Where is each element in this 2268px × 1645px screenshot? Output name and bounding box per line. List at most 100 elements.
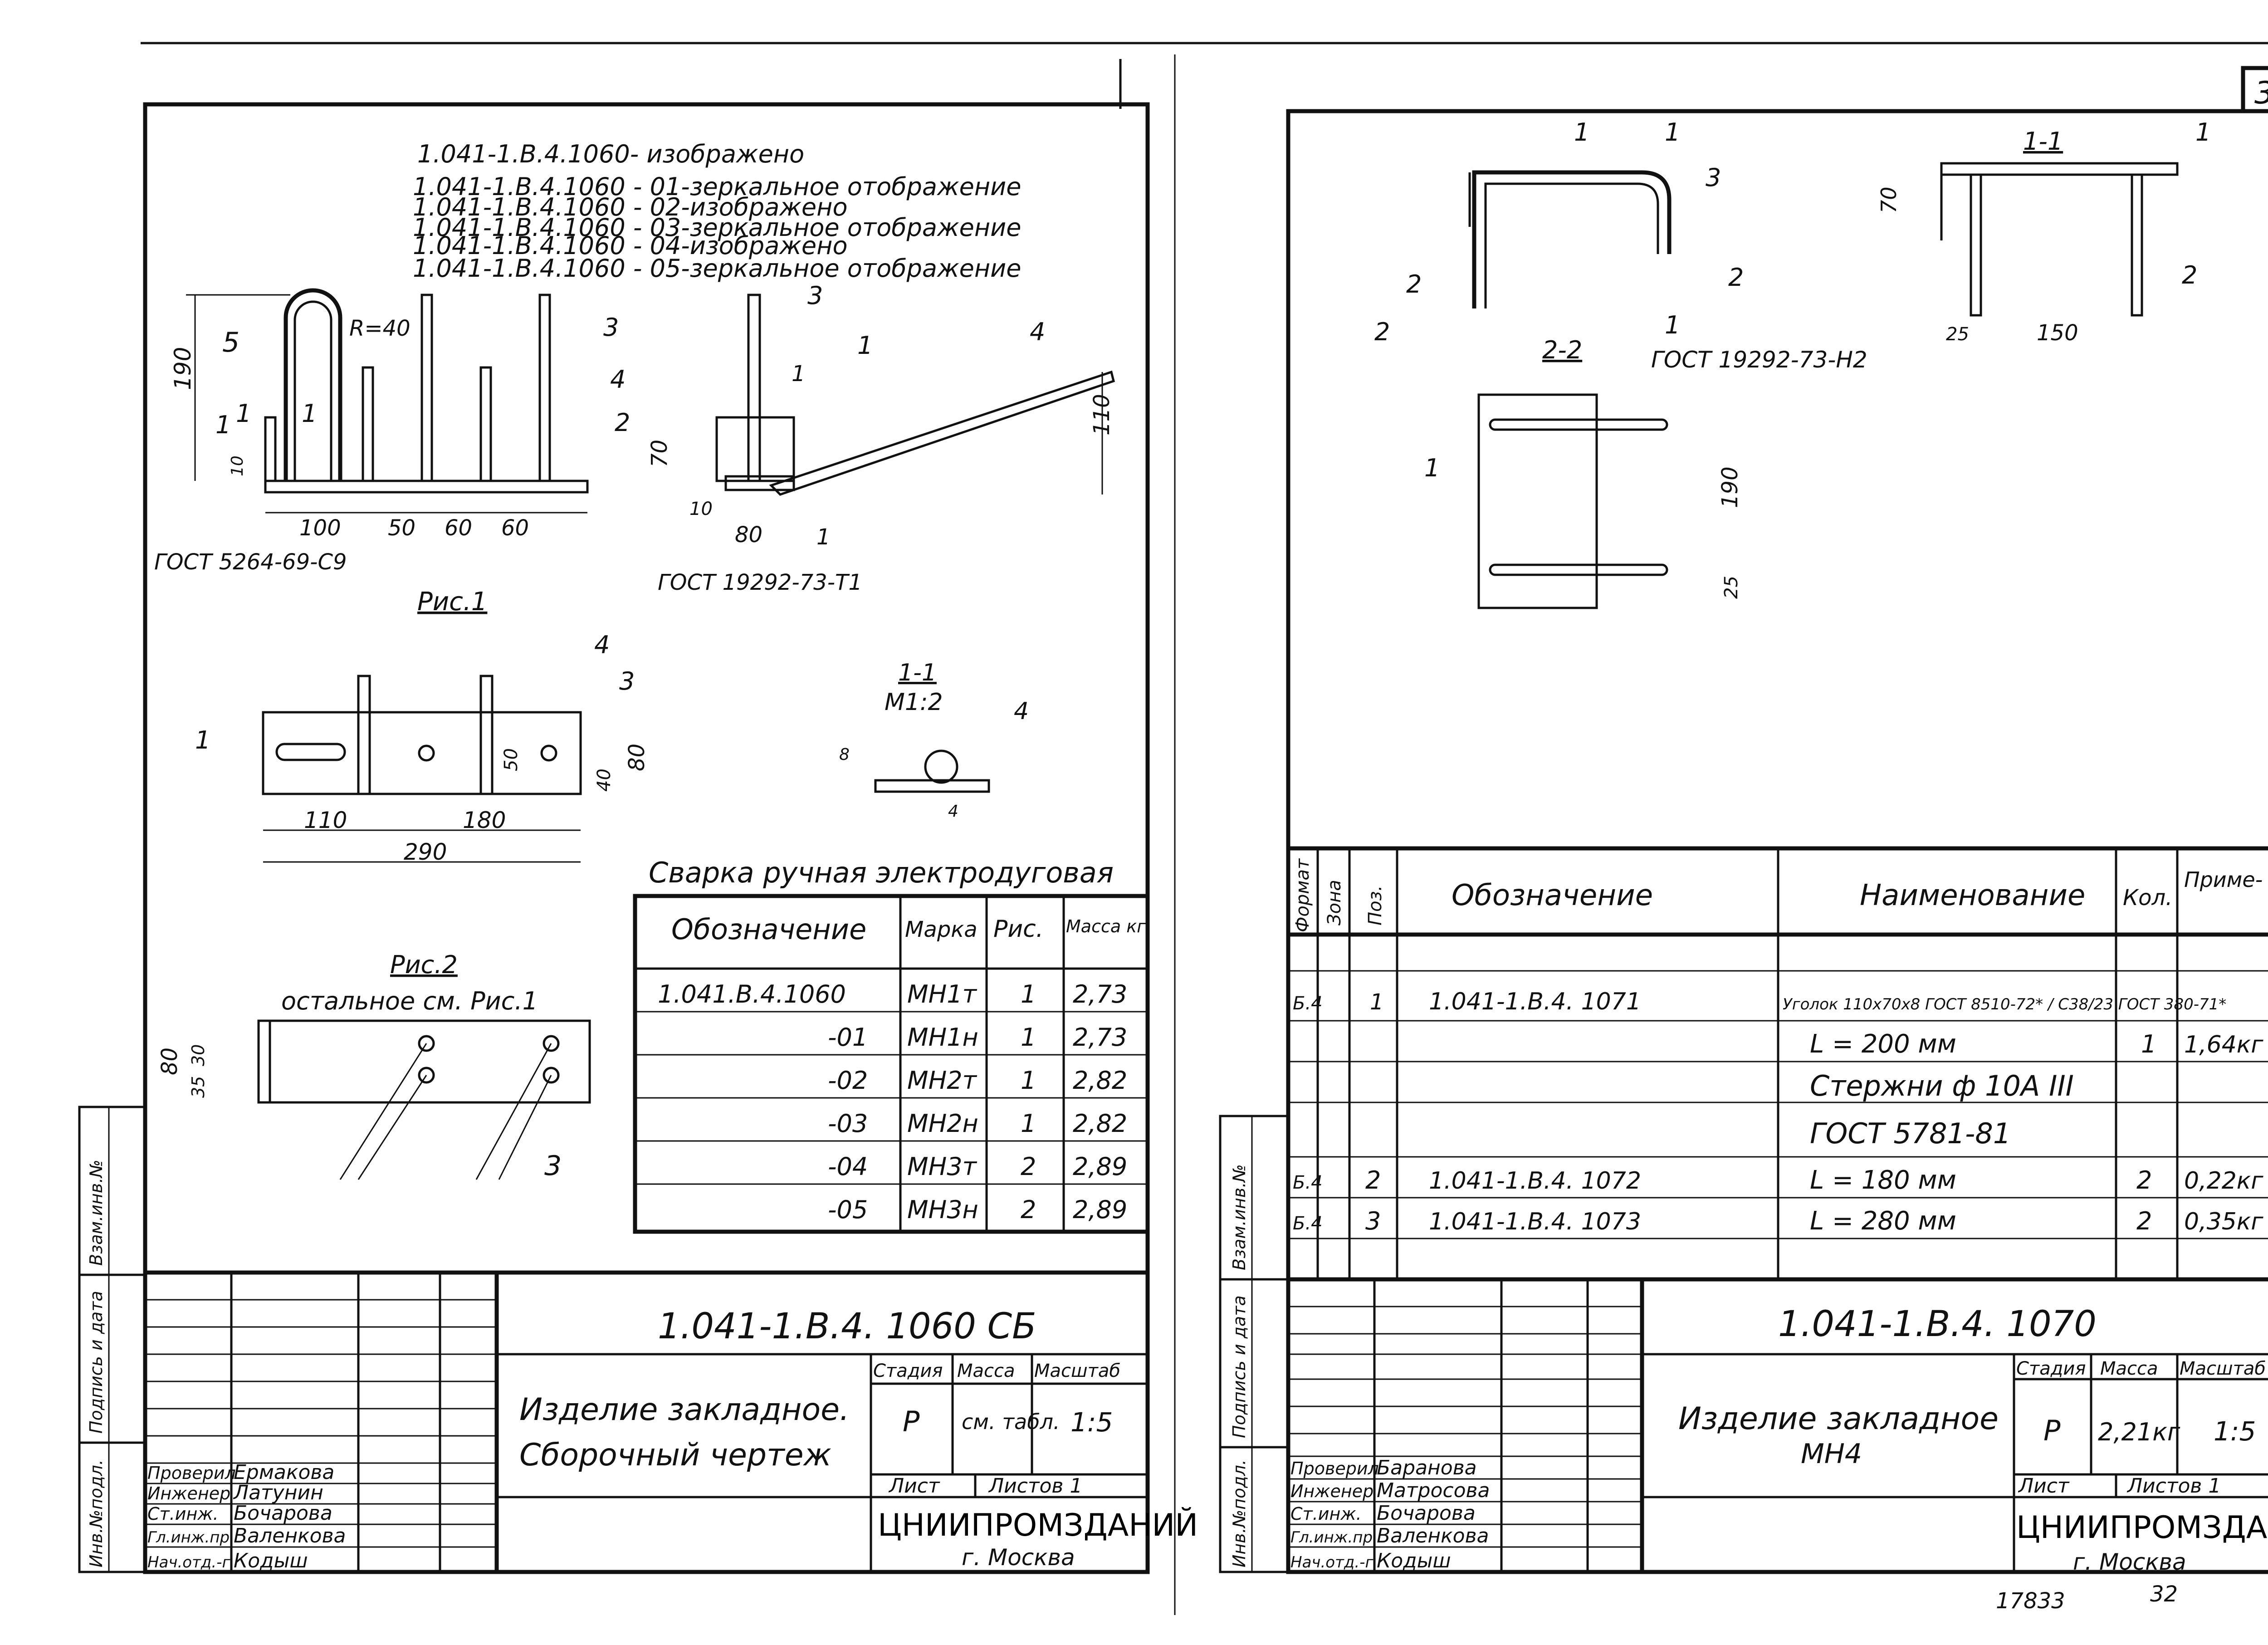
variant-line: 1.041-1.В.4.1060 - 02-изображено (413, 193, 848, 221)
section-scale: М1:2 (885, 689, 943, 716)
dim-label: 80 (624, 744, 650, 771)
cell-format: Б.4 (1293, 993, 1323, 1014)
stamp-label: Инв.№подл. (1229, 1459, 1249, 1567)
spec-header: Приме- чание (2184, 867, 2268, 892)
footer-number: 32 (2150, 1581, 2178, 1607)
staff-role: Гл.инж.пр. (1290, 1528, 1378, 1547)
staff-role: Нач.отд.-г (1290, 1553, 1374, 1572)
section-title: 1-1 (898, 659, 937, 686)
cell-designation: 1.041-1.В.4. 1073 (1429, 1208, 1641, 1235)
cell-fig: 2 (1021, 1195, 1036, 1224)
dim-label: 190 (170, 347, 196, 390)
position-mark: 3 (1706, 163, 1721, 192)
section-1-1-right: 1-1 70 25 150 1 2 (1877, 118, 2211, 346)
cell-mark: МН3н (907, 1195, 978, 1224)
staff-name: Кодыш (234, 1549, 308, 1572)
position-mark: 1 (1574, 118, 1589, 147)
cell-fig: 2 (1021, 1152, 1036, 1181)
cell-mark: МН1н (907, 1023, 978, 1052)
left-sheet: 1.041-1.В.4.1060- изображено 1.041-1.В.4… (78, 102, 1198, 1574)
table-row: -05 МН3н 2 2,89 (828, 1195, 1127, 1224)
dim-label: 290 (404, 839, 447, 865)
spec-header: Наименование (1860, 879, 2085, 912)
cell-format: Б.4 (1293, 1213, 1323, 1234)
dim-label: 10 (689, 499, 713, 519)
weld-table: Сварка ручная электродуговая Обозначение… (633, 856, 1150, 1234)
spec-header: Обозначение (1452, 879, 1653, 912)
cell-name: Стержни ф 10А III (1810, 1069, 2074, 1102)
cell-note: 1,64кг (2184, 1031, 2263, 1058)
cell-note: 0,22кг (2184, 1167, 2263, 1195)
scale-label: Масштаб (1034, 1361, 1120, 1381)
position-mark: 3 (603, 313, 619, 342)
side-stamp: Инв.№подл. Подпись и дата Взам.инв.№ (1219, 1115, 1290, 1573)
cell-qty: 2 (2136, 1207, 2152, 1235)
cell-designation: -04 (828, 1152, 868, 1181)
spec-table: Формат Зона Поз. Обозначение Наименовани… (1288, 846, 2268, 1282)
section-title: 1-1 (2023, 127, 2063, 156)
position-mark: 1 (1665, 118, 1680, 147)
plan-view: 110 180 290 50 40 80 1 4 3 (195, 631, 650, 865)
table-row: -03 МН2н 1 2,82 (828, 1109, 1127, 1138)
cell-mark: МН1т (907, 980, 978, 1009)
drawing-code: 1.041-1.В.4. 1070 (1778, 1304, 2097, 1345)
position-mark: 1 (792, 361, 806, 387)
staff-name: Валенкова (1377, 1524, 1489, 1547)
dim-label: 50 (388, 515, 415, 541)
cell-mark: МН3т (907, 1152, 978, 1181)
dim-label: 180 (463, 807, 506, 833)
figure-title: Рис.2 (390, 950, 458, 979)
cell-designation: -05 (828, 1195, 868, 1224)
stage-label: Стадия (873, 1361, 943, 1381)
staff-role: Ст.инж. (147, 1504, 219, 1524)
position-mark: 2 (615, 408, 630, 437)
staff-role: Нач.отд.-г (147, 1553, 230, 1572)
assembly-view: 1 1 3 2 2 2 1 (1374, 118, 1744, 346)
sheet-label: Лист (2018, 1474, 2070, 1498)
staff-name: Ермакова (234, 1461, 334, 1484)
cell-designation: -01 (828, 1023, 868, 1052)
position-mark: 4 (1030, 318, 1045, 346)
position-mark: 1 (1665, 311, 1680, 339)
spec-row: Б.4 3 1.041-1.В.4. 1073 L = 280 мм 2 0,3… (1293, 1206, 2263, 1236)
cell-mark: МН2н (907, 1109, 978, 1138)
position-mark: 3 (619, 667, 635, 695)
gost-reference: ГОСТ 19292-73-Н2 (1651, 347, 1867, 373)
dim-label: 25 (1721, 576, 1742, 599)
mass-label: Масса (957, 1361, 1015, 1381)
cell-fig: 1 (1021, 1109, 1036, 1138)
cell-fig: 1 (1021, 1023, 1036, 1052)
dim-label: 40 (594, 769, 615, 792)
cell-mass: 2,73 (1073, 980, 1127, 1009)
variant-line: 1.041-1.В.4.1060 - 03-зеркальное отображ… (413, 213, 1021, 242)
city: г. Москва (2073, 1549, 2186, 1575)
cell-fig: 1 (1021, 1066, 1036, 1095)
position-mark: 1 (302, 399, 317, 428)
staff-role: Проверил (1290, 1459, 1379, 1479)
position-mark: 1 (1424, 454, 1440, 482)
footer-number: 17833 (1996, 1588, 2065, 1614)
staff-name: Кодыш (1377, 1549, 1451, 1572)
position-mark: 3 (807, 281, 823, 310)
cell-pos: 3 (1365, 1207, 1381, 1235)
dim-label: 190 (1717, 466, 1743, 508)
gost-reference: ГОСТ 5264-69-С9 (154, 549, 347, 575)
spec-header: Зона (1324, 880, 1345, 925)
position-mark: 1 (857, 331, 873, 360)
cell-format: Б.4 (1293, 1172, 1323, 1193)
table-row: 1.041.В.4.1060 МН1т 1 2,73 (658, 980, 1127, 1009)
drawing-name: Сборочный чертеж (519, 1437, 831, 1473)
drawing-name: Изделие закладное (1678, 1401, 1999, 1437)
cell-pos: 2 (1365, 1166, 1381, 1195)
dim-label: 150 (2037, 320, 2078, 346)
scale-label: Масштаб (2180, 1358, 2266, 1379)
dim-label: 35 (188, 1076, 208, 1098)
mass-label: Масса (2100, 1358, 2158, 1379)
fig1-elevation: 190 R=40 10 100 50 60 60 5 1 1 1 3 4 2 Г… (154, 288, 862, 617)
staff-role: Ст.инж. (1290, 1504, 1362, 1524)
staff-role: Инженер (1290, 1481, 1374, 1501)
dim-label: 110 (304, 807, 347, 833)
stamp-label: Подпись и дата (86, 1291, 106, 1434)
cell-designation: 1.041-1.В.4. 1072 (1429, 1167, 1641, 1195)
position-mark: 1 (195, 726, 210, 754)
